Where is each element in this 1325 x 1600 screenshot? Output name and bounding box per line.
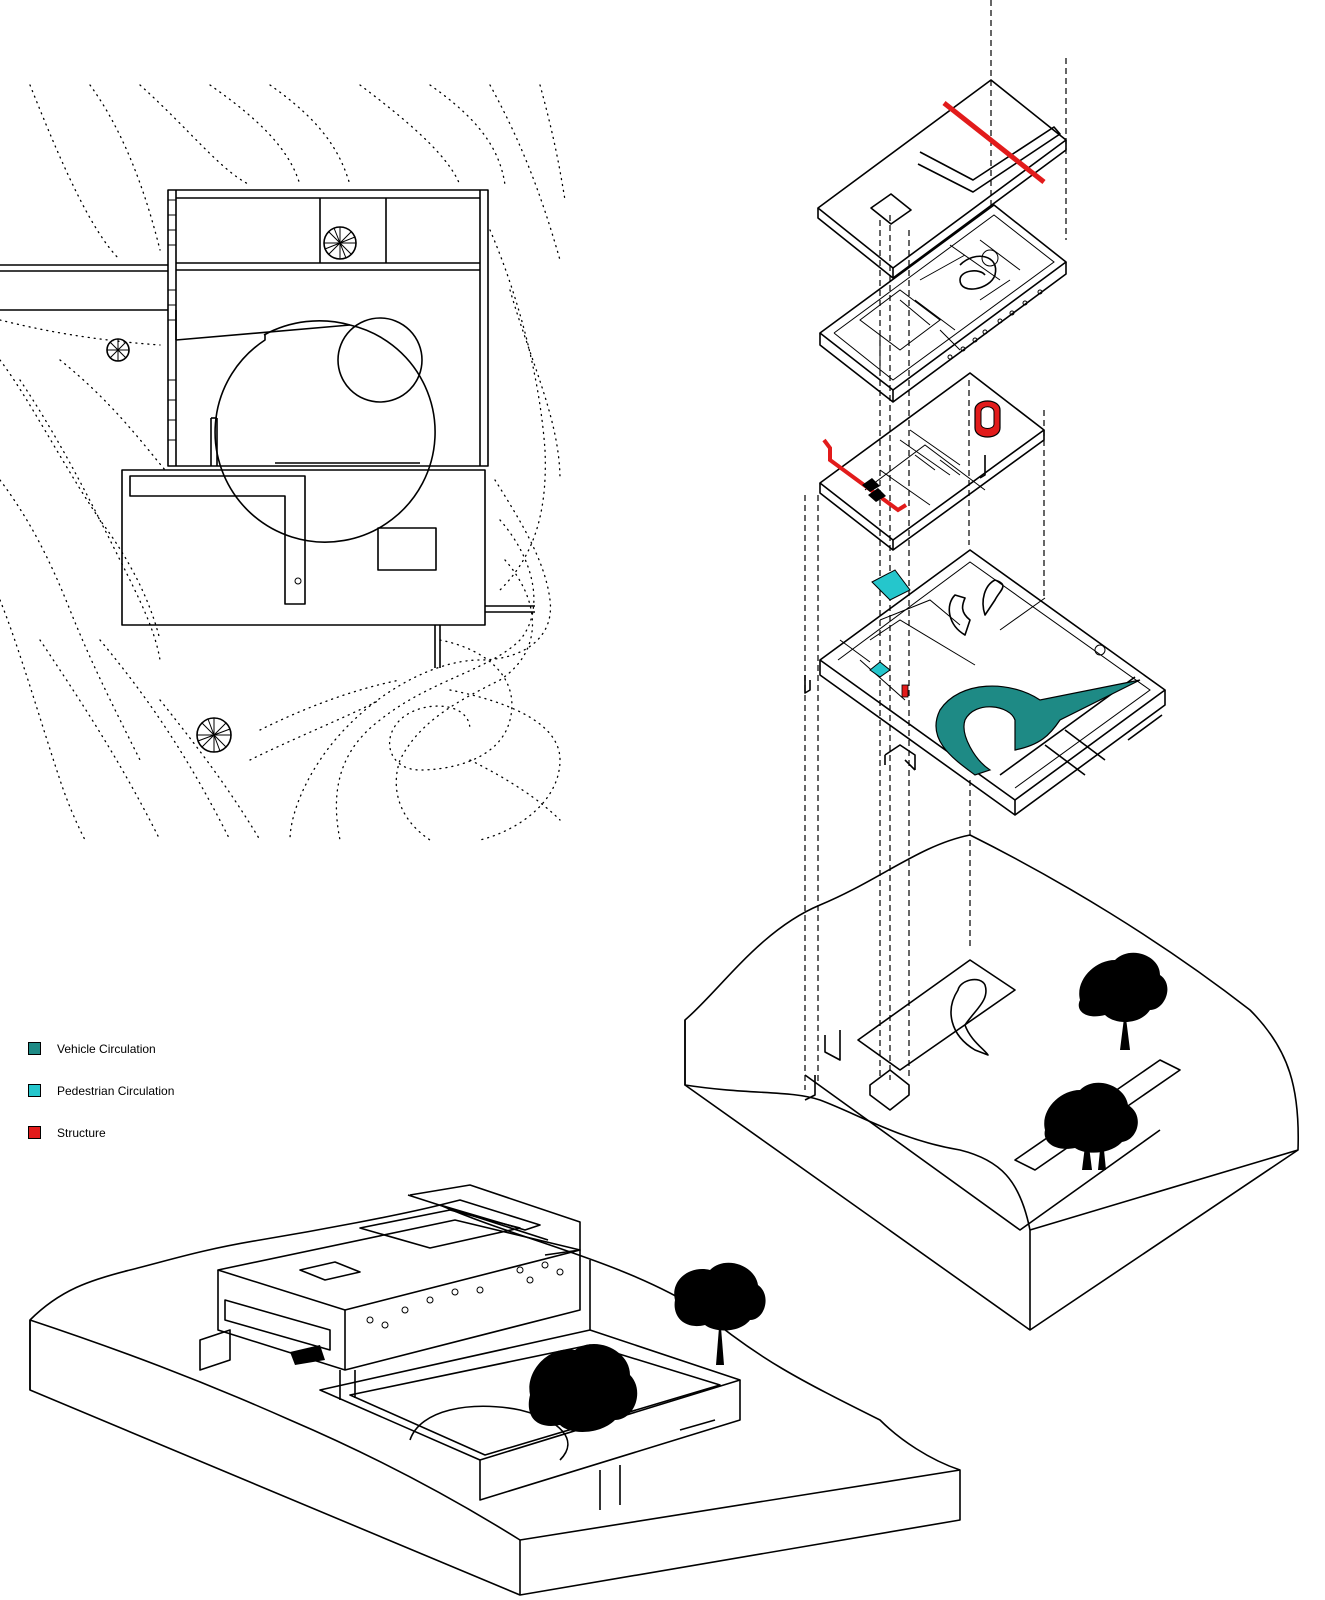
tree-icon (1044, 1082, 1138, 1170)
tree-icon (674, 1262, 766, 1365)
legend-swatch (28, 1084, 41, 1097)
pedestrian-stair (871, 569, 911, 601)
legend-label: Vehicle Circulation (57, 1041, 156, 1056)
vehicle-ramp (935, 679, 1141, 776)
legend-swatch (28, 1042, 41, 1055)
tree-icon (196, 717, 232, 753)
legend-label: Structure (57, 1125, 106, 1140)
contour-lines (0, 84, 566, 841)
legend: Vehicle Circulation Pedestrian Circulati… (28, 1040, 174, 1166)
house-upper-outline (167, 189, 489, 467)
tree-icon (1078, 952, 1168, 1050)
tree-icon (323, 226, 357, 260)
tree-icon (106, 338, 130, 362)
tree-icon (528, 1344, 638, 1432)
legend-label: Pedestrian Circulation (57, 1083, 175, 1098)
assembled-axonometric (29, 1184, 961, 1596)
legend-item-pedestrian: Pedestrian Circulation (28, 1082, 174, 1099)
exploded-axonometric (684, 0, 1300, 1331)
roof-slab (817, 79, 1067, 279)
mid-floor (819, 372, 1045, 551)
house-lower-outline (121, 469, 486, 626)
upper-floor (819, 204, 1067, 403)
skylight (377, 527, 437, 571)
legend-swatch (28, 1126, 41, 1139)
ramp-inner-circle (337, 317, 423, 403)
site-base (684, 834, 1300, 1331)
legend-item-vehicle: Vehicle Circulation (28, 1040, 174, 1057)
structure-core (974, 400, 1001, 438)
site-plan (0, 84, 566, 841)
ground-floor (804, 549, 1166, 816)
legend-item-structure: Structure (28, 1124, 174, 1141)
